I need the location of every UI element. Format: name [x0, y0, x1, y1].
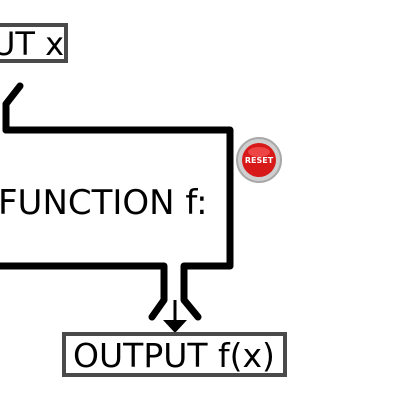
function-machine-body	[0, 126, 234, 321]
down-arrow-icon	[163, 300, 187, 333]
reset-button[interactable]: RESET	[236, 137, 282, 183]
input-box: UT x	[0, 23, 68, 63]
output-box: OUTPUT f(x)	[62, 332, 287, 377]
reset-label: RESET	[245, 156, 274, 165]
function-label: FUNCTION f:	[0, 183, 208, 223]
input-funnel	[2, 82, 24, 134]
input-label: UT x	[0, 25, 64, 63]
output-label: OUTPUT f(x)	[73, 336, 275, 375]
